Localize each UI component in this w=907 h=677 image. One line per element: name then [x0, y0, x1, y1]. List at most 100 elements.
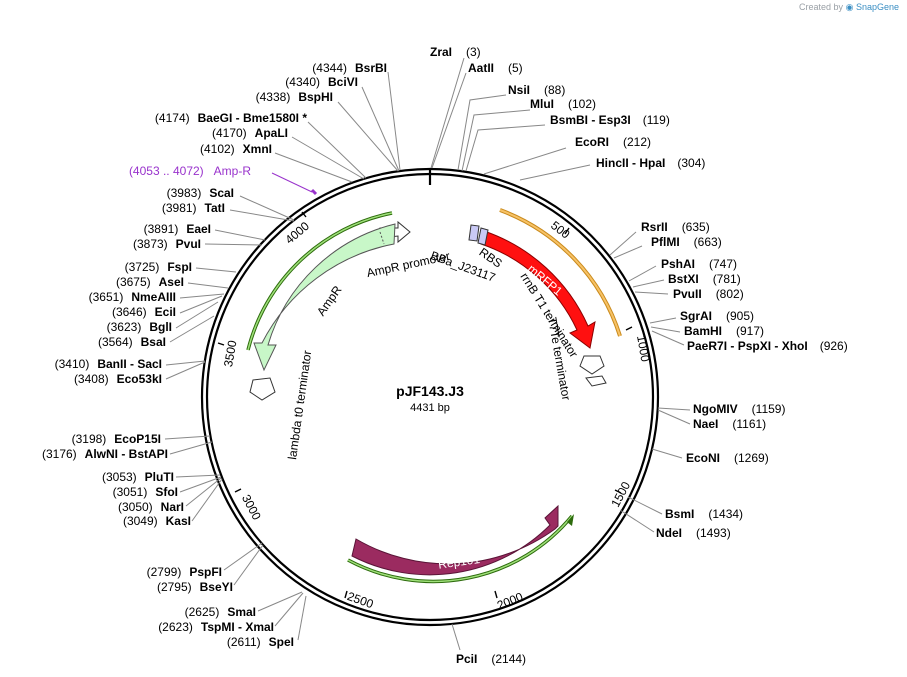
leader-line — [233, 544, 264, 586]
leader-line — [634, 291, 669, 295]
enzyme-site-label[interactable]: EcoNI(1269) — [686, 451, 769, 465]
leader-line — [179, 295, 223, 314]
tick-mark — [625, 326, 633, 331]
mRFP1-feature-arrow — [480, 230, 596, 349]
tick-label-3500: 3500 — [221, 339, 239, 368]
enzyme-site-label[interactable]: HincII - HpaI(304) — [596, 156, 705, 170]
enzyme-site-label[interactable]: (3564)BsaI — [98, 335, 166, 349]
leader-line — [169, 441, 213, 455]
enzyme-site-label[interactable]: NgoMIV(1159) — [693, 402, 785, 416]
enzyme-site-label[interactable]: (3891)EaeI — [144, 222, 211, 236]
enzyme-site-label[interactable]: NaeI(1161) — [693, 417, 766, 431]
leader-line — [179, 293, 225, 299]
leader-line — [307, 121, 367, 179]
enzyme-site-label[interactable]: (3873)PvuI — [133, 237, 201, 251]
enzyme-site-label[interactable]: (2799)PspFI — [147, 565, 222, 579]
enzyme-site-label[interactable]: (3050)NarI — [118, 500, 184, 514]
enzyme-site-label[interactable]: BamHI(917) — [684, 324, 764, 338]
enzyme-site-label[interactable]: (3198)EcoP15I — [72, 432, 161, 446]
tick-label-2000: 2000 — [495, 589, 525, 612]
tick-mark — [301, 211, 307, 218]
ampr-label: AmpR — [314, 283, 345, 319]
leader-line — [239, 195, 295, 221]
enzyme-site-label[interactable]: (4338)BspHI — [256, 90, 333, 104]
enzyme-site-label[interactable]: PciI(2144) — [456, 652, 526, 666]
enzyme-site-label[interactable]: (3983)ScaI — [167, 186, 234, 200]
enzyme-site-label[interactable]: BsmI(1434) — [665, 507, 743, 521]
rrnB-terminator-icon — [579, 355, 605, 375]
enzyme-site-label[interactable]: SgrAI(905) — [680, 309, 754, 323]
enzyme-site-label[interactable]: (2623)TspMI - XmaI — [158, 620, 274, 634]
leader-line — [430, 57, 465, 169]
leader-line — [179, 476, 222, 493]
enzyme-site-label[interactable]: (3646)EciI — [112, 305, 176, 319]
enzyme-site-label[interactable]: (3049)KasI — [123, 514, 191, 528]
rep101-label: Rep101 — [437, 552, 481, 572]
leader-line — [361, 86, 400, 172]
lambda-label: lambda t0 terminator — [285, 349, 314, 460]
tick-label-1000: 1000 — [634, 334, 652, 363]
enzyme-site-label[interactable]: PflMI(663) — [651, 235, 722, 249]
enzyme-site-label[interactable]: (3675)AseI — [116, 275, 184, 289]
enzyme-site-label[interactable]: (4174)BaeGI - Bme1580I * — [155, 111, 307, 125]
leader-line — [649, 317, 677, 324]
tick-mark — [564, 227, 570, 235]
enzyme-site-label[interactable]: (2625)SmaI — [185, 605, 256, 619]
enzyme-site-label[interactable]: NsiI(88) — [508, 83, 565, 97]
credit-brand: SnapGene — [855, 2, 899, 12]
bba-promoter-box — [468, 224, 480, 242]
enzyme-site-label[interactable]: (3725)FspI — [125, 260, 192, 274]
tick-marks — [217, 211, 633, 599]
enzyme-site-label[interactable]: (2611)SpeI — [227, 635, 294, 649]
orange-feature-line-inner — [499, 209, 621, 337]
enzyme-site-label[interactable]: EcoRI(212) — [575, 135, 651, 149]
tick-mark — [614, 489, 622, 494]
enzyme-site-label[interactable]: (3623)BglI — [107, 320, 172, 334]
leader-line — [229, 209, 295, 222]
leader-line — [619, 509, 655, 533]
enzyme-site-label[interactable]: (3051)SfoI — [113, 485, 178, 499]
leader-line — [257, 591, 303, 612]
enzyme-site-label[interactable]: (3981)TatI — [162, 201, 225, 215]
enzyme-site-label[interactable]: (3408)Eco53kI — [74, 372, 162, 386]
enzyme-site-label[interactable]: (4170)ApaLI — [212, 126, 288, 140]
enzyme-site-label[interactable]: MluI(102) — [530, 97, 596, 111]
enzyme-site-label[interactable]: PaeR7I - PspXI - XhoI(926) — [687, 339, 848, 353]
enzyme-site-label[interactable]: PvuII(802) — [673, 287, 744, 301]
leader-line — [274, 592, 304, 627]
amp-r-site-label[interactable]: (4053 .. 4072)Amp-R — [129, 164, 251, 178]
enzyme-site-label[interactable]: (3053)PluTI — [102, 470, 174, 484]
enzyme-site-label[interactable]: RsrII(635) — [641, 220, 710, 234]
enzyme-site-label[interactable]: BstXI(781) — [668, 272, 741, 286]
enzyme-site-label[interactable]: (2795)BseYI — [157, 580, 233, 594]
enzyme-site-label[interactable]: ZraI(3) — [430, 45, 481, 59]
leader-line — [519, 164, 591, 181]
enzyme-site-label[interactable]: (4340)BciVI — [285, 75, 358, 89]
rbs-box — [477, 227, 489, 246]
leader-line — [191, 478, 223, 522]
leader-line — [175, 301, 219, 329]
leader-line — [613, 245, 643, 259]
leader-line — [337, 101, 399, 172]
enzyme-site-label[interactable]: PshAI(747) — [661, 257, 737, 271]
leader-line — [609, 231, 637, 256]
leader-line — [632, 279, 665, 288]
enzyme-site-label[interactable]: NdeI(1493) — [656, 526, 731, 540]
enzyme-site-label[interactable]: (3410)BanII - SacI — [55, 357, 162, 371]
rep101-line-head — [567, 514, 574, 526]
enzyme-site-label[interactable]: (3651)NmeAIII — [89, 290, 176, 304]
leader-line — [451, 623, 461, 651]
leader-line — [195, 267, 237, 273]
enzyme-site-label[interactable]: BsmBI - Esp3I(119) — [550, 113, 670, 127]
leader-line — [657, 407, 691, 411]
plasmid-backbone — [200, 167, 660, 627]
enzyme-site-label[interactable]: AatII(5) — [468, 61, 523, 75]
leader-line — [461, 109, 531, 172]
enzyme-site-label[interactable]: (4344)BsrBI — [312, 61, 387, 75]
right-enzyme-labels: ZraI(3) AatII(5) NsiI(88) MluI(102) BsmB… — [430, 45, 848, 666]
snapgene-logo-icon: ◉ — [845, 2, 854, 12]
enzyme-site-label[interactable]: (3176)AlwNI - BstAPI — [42, 447, 168, 461]
rep101-outer-line-inner — [347, 515, 573, 583]
leader-line — [204, 243, 263, 246]
enzyme-site-label[interactable]: (4102)XmnI — [200, 142, 272, 156]
